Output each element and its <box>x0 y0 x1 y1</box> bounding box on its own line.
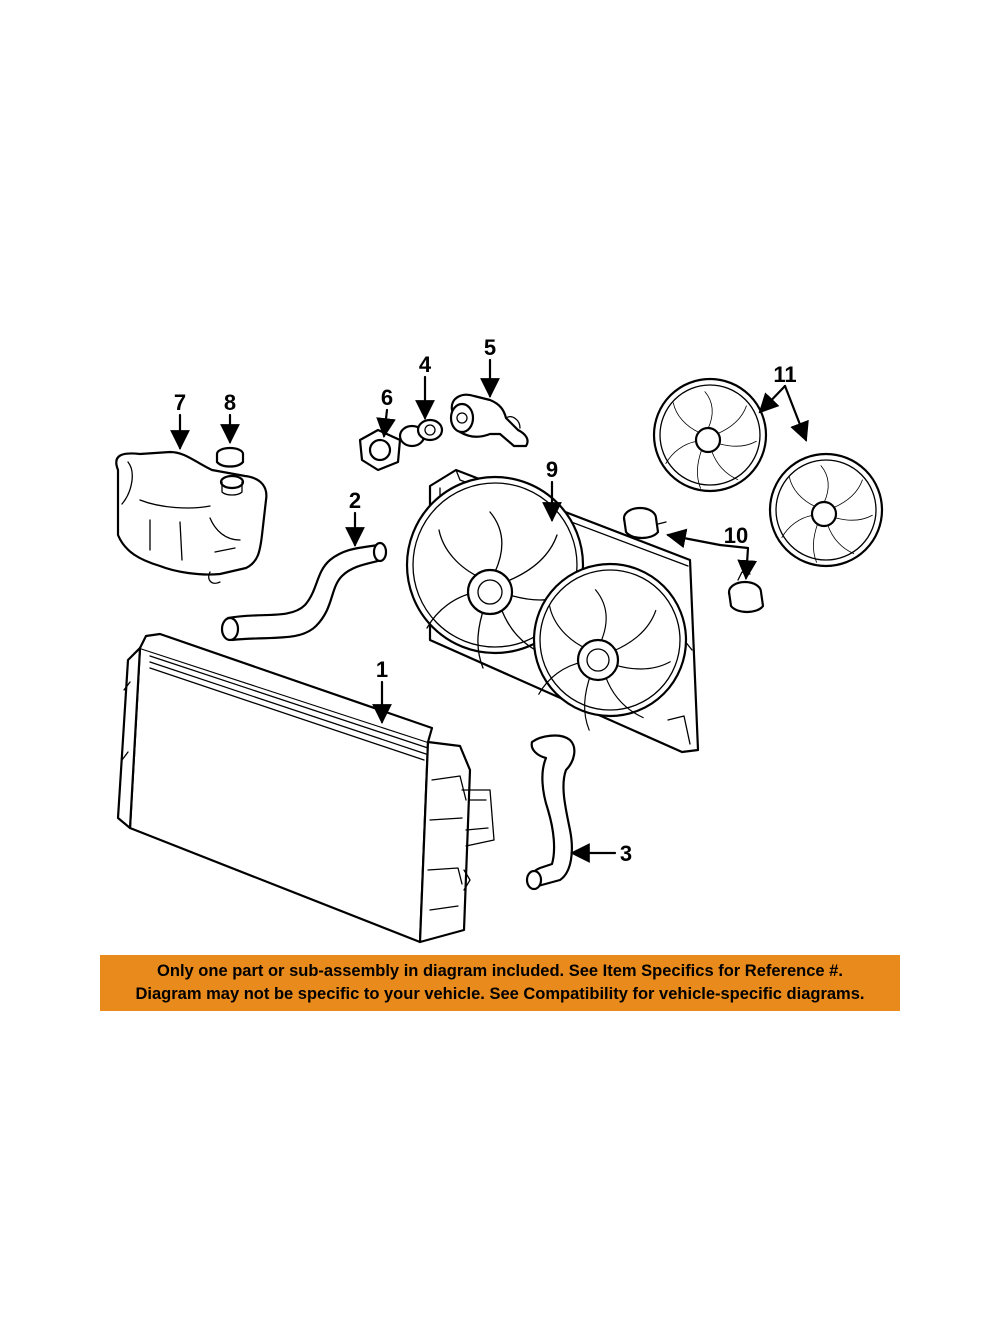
fan-blade-right <box>768 452 884 568</box>
leader-11a <box>758 384 787 414</box>
callout-5: 5 <box>484 335 496 360</box>
upper-radiator-hose <box>220 541 388 642</box>
notice-line-1: Only one part or sub-assembly in diagram… <box>157 962 843 980</box>
leader-10 <box>666 528 722 549</box>
reservoir-cap <box>215 446 245 468</box>
callout-9: 9 <box>546 457 558 482</box>
coolant-reservoir <box>115 450 268 584</box>
thermostat-housing <box>449 393 529 448</box>
leader-10b <box>718 543 758 580</box>
leader-6 <box>376 408 396 438</box>
fan-motor-upper <box>622 506 667 540</box>
callout-7: 7 <box>174 390 186 415</box>
radiator <box>116 632 495 944</box>
callout-2: 2 <box>349 488 361 513</box>
thermostat-gasket <box>358 428 402 472</box>
fan-blade-left <box>652 377 768 493</box>
callout-11: 11 <box>773 362 796 387</box>
notice-line-2: Diagram may not be specific to your vehi… <box>135 985 865 1003</box>
fan-shroud-assembly <box>405 468 700 754</box>
leader-11b <box>783 384 809 442</box>
lower-radiator-hose <box>525 734 576 891</box>
callout-1: 1 <box>376 657 388 682</box>
callout-3: 3 <box>620 841 632 866</box>
callout-4: 4 <box>419 352 432 377</box>
notice-banner: Only one part or sub-assembly in diagram… <box>100 955 900 1011</box>
callout-8: 8 <box>224 390 236 415</box>
callout-10: 10 <box>724 523 748 548</box>
callout-6: 6 <box>381 385 393 410</box>
thermostat <box>398 418 444 448</box>
